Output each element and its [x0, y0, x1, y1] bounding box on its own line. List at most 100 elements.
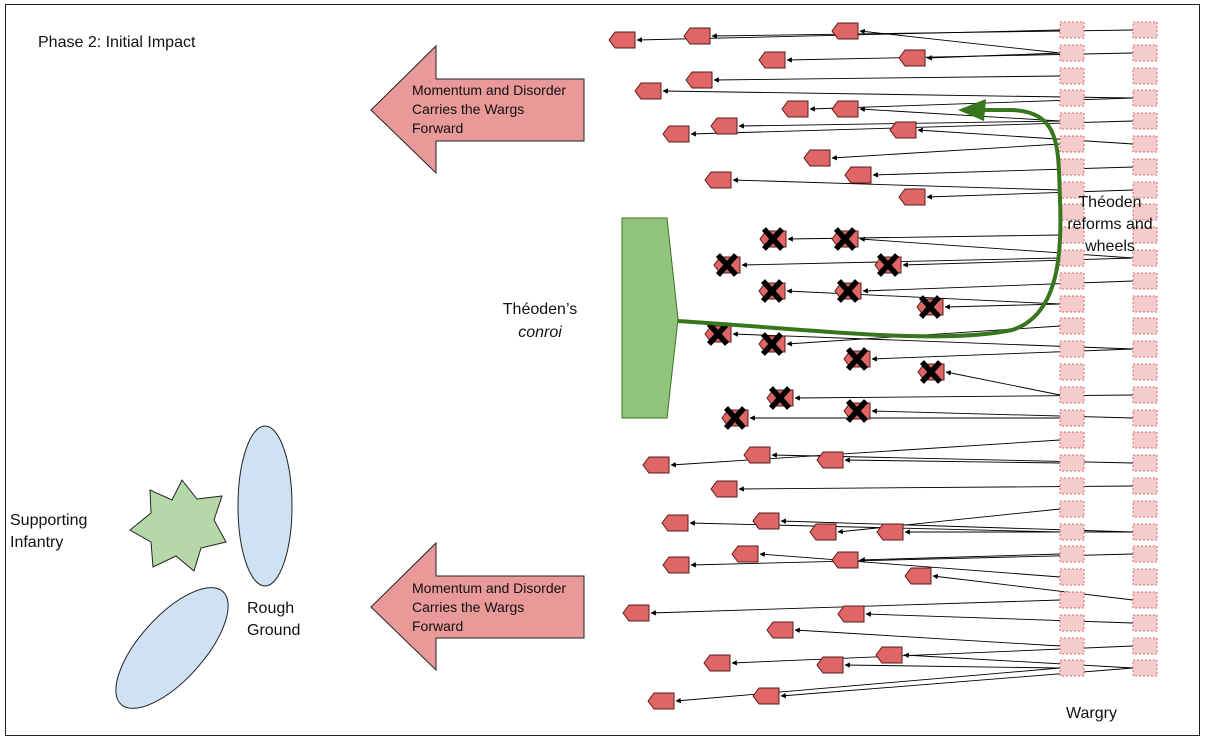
warg-movement-arrow — [831, 143, 1061, 161]
casualty-x-icon — [918, 295, 942, 319]
casualty-x-stroke — [760, 332, 784, 356]
warg-movement-arrow — [759, 551, 1061, 578]
warg-movement-arrow — [859, 236, 1134, 259]
warg-movement-arrow — [670, 439, 1061, 468]
momentum-arrow-top — [370, 44, 585, 175]
warg-movement-arrow — [872, 166, 1134, 178]
warg-token — [831, 551, 859, 569]
warg-token — [683, 27, 711, 45]
warg-origin-marker — [1132, 568, 1158, 586]
warg-token — [710, 480, 738, 498]
warg-movement-arrow — [675, 667, 1061, 704]
warg-origin-marker — [1132, 431, 1158, 449]
casualty-x-stroke — [845, 347, 869, 371]
warg-token — [662, 556, 690, 574]
warg-token — [685, 71, 713, 89]
warg-movement-arrow — [871, 408, 1134, 419]
casualty-x-stroke — [715, 253, 739, 277]
casualty-x-icon — [919, 360, 943, 384]
warg-origin-marker — [1132, 295, 1158, 313]
momentum-arrow-bottom — [370, 541, 585, 672]
warg-token — [844, 166, 872, 184]
casualty-x-stroke — [836, 279, 860, 303]
warg-token — [731, 545, 759, 563]
warg-movement-arrow — [794, 627, 1061, 647]
warg-origin-marker — [1132, 477, 1158, 495]
warg-origin-marker — [1059, 500, 1085, 518]
infantry-label: Supporting Infantry — [10, 512, 88, 551]
warg-origin-marker — [1059, 431, 1085, 449]
warg-origin-marker — [1132, 363, 1158, 381]
warg-token — [710, 117, 738, 135]
warg-origin-marker — [1132, 340, 1158, 358]
warg-token — [816, 656, 844, 674]
warg-movement-arrow — [689, 520, 1061, 533]
warg-origin-marker — [1132, 317, 1158, 335]
warg-movement-arrow — [932, 573, 1134, 601]
warg-origin-marker — [1059, 158, 1085, 176]
warg-origin-marker — [1059, 295, 1085, 313]
warg-token — [647, 692, 675, 710]
conroi-name: Théoden’s — [502, 301, 578, 318]
conroi-label: Théoden’s conroi — [488, 298, 592, 344]
warg-movement-arrow — [732, 177, 1061, 191]
warg-token — [837, 605, 865, 623]
casualty-x-stroke — [845, 399, 869, 423]
warg-token — [831, 100, 859, 118]
momentum-arrow-top-label: Momentum and Disorder Carries the Wargs … — [412, 82, 567, 136]
warg-origin-marker — [1132, 249, 1158, 267]
momentum-arrow-bottom-label: Momentum and Disorder Carries the Wargs … — [412, 580, 567, 634]
warg-origin-marker — [1059, 637, 1085, 655]
warg-movement-arrow — [787, 234, 1061, 242]
warg-origin-marker — [1059, 477, 1085, 495]
warg-token — [752, 512, 780, 530]
warg-movement-arrow — [862, 280, 1134, 294]
casualty-x-icon — [836, 279, 860, 303]
warg-movement-arrow — [944, 303, 1061, 310]
rough-ground-oval-upper — [237, 425, 293, 587]
warg-origin-marker — [1132, 112, 1158, 130]
casualty-x-icon — [760, 279, 784, 303]
page-title: Phase 2: Initial Impact — [38, 34, 196, 51]
warg-movement-arrow — [917, 127, 1134, 145]
warg-movement-arrow — [902, 257, 1134, 268]
warg-origin-marker — [1059, 386, 1085, 404]
warg-token — [752, 687, 780, 705]
warg-origin-marker — [1059, 545, 1085, 563]
warg-origin-marker — [1132, 591, 1158, 609]
warg-token — [622, 604, 650, 622]
warg-movement-arrow — [926, 52, 1061, 61]
warg-movement-arrow — [662, 88, 1134, 99]
warg-token — [766, 621, 794, 639]
warg-movement-arrow — [871, 348, 1134, 362]
warg-origin-marker — [1059, 454, 1085, 472]
warg-origin-marker — [1132, 637, 1158, 655]
warg-origin-marker — [1132, 135, 1158, 153]
warg-token — [898, 49, 926, 67]
warg-movement-arrow — [844, 662, 1061, 669]
casualty-x-stroke — [723, 406, 747, 430]
warg-token — [904, 567, 932, 585]
warg-origin-marker — [1059, 363, 1085, 381]
casualty-x-stroke — [833, 227, 857, 251]
warg-origin-marker — [1132, 454, 1158, 472]
diagram-frame — [5, 4, 1200, 736]
warg-origin-marker — [1132, 89, 1158, 107]
warg-origin-marker — [1059, 112, 1085, 130]
warg-movement-arrow — [859, 553, 1061, 563]
warg-origin-marker — [1059, 317, 1085, 335]
warg-origin-marker — [1132, 409, 1158, 427]
warg-token — [889, 121, 917, 139]
warg-token — [703, 654, 731, 672]
warg-movement-arrow — [844, 457, 1061, 464]
warg-token — [662, 125, 690, 143]
warg-token — [634, 82, 662, 100]
warg-origin-marker — [1132, 545, 1158, 563]
warg-origin-marker — [1132, 523, 1158, 541]
warg-origin-marker — [1059, 591, 1085, 609]
warg-origin-marker — [1132, 44, 1158, 62]
warg-origin-marker — [1059, 523, 1085, 541]
warg-origin-marker — [1132, 181, 1158, 199]
casualty-x-stroke — [918, 295, 942, 319]
rough-ground-oval-lower — [115, 587, 229, 709]
